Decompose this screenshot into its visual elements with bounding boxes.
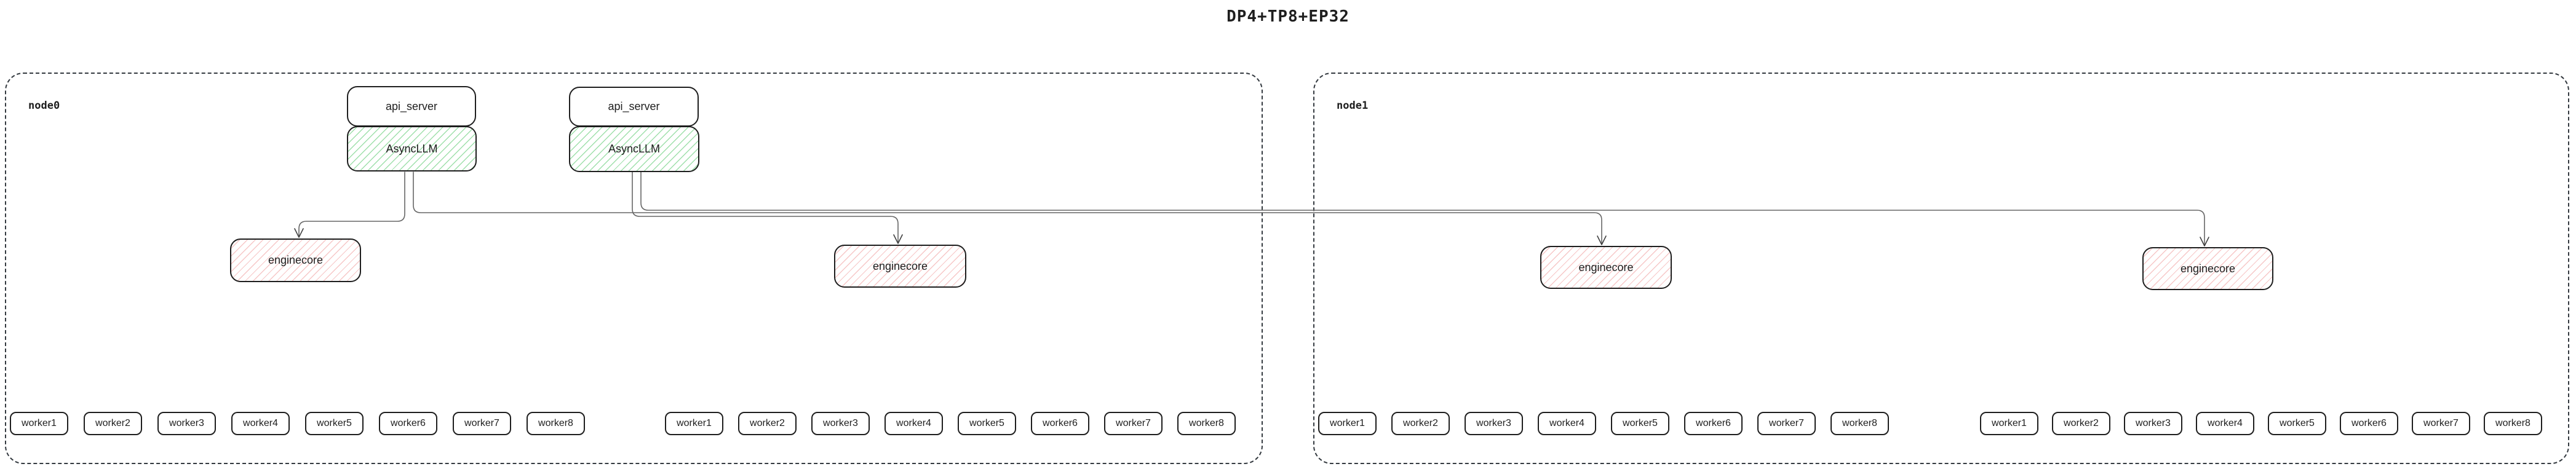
diagram-title: DP4+TP8+EP32: [1226, 7, 1350, 26]
worker-box: worker7: [453, 412, 511, 435]
worker-box: worker6: [2340, 412, 2398, 435]
worker-box: worker3: [2124, 412, 2182, 435]
worker-box: worker7: [1104, 412, 1163, 435]
worker-box: worker4: [231, 412, 290, 435]
worker-box: worker7: [1757, 412, 1816, 435]
async-llm-box: AsyncLLM: [347, 126, 477, 171]
enginecore-box: enginecore: [230, 238, 361, 282]
node1-label: node1: [1337, 100, 1369, 112]
node0-container: node0: [5, 73, 1263, 464]
worker-box: worker5: [958, 412, 1016, 435]
worker-box: worker8: [1177, 412, 1236, 435]
worker-box: worker1: [665, 412, 723, 435]
worker-box: worker4: [885, 412, 943, 435]
worker-group: worker1 worker2 worker3 worker4 worker5 worke…: [10, 412, 585, 435]
worker-group: worker1 worker2 worker3 worker4 worker5 worke…: [1318, 412, 1889, 435]
worker-box: worker2: [2052, 412, 2110, 435]
worker-box: worker1: [10, 412, 68, 435]
worker-box: worker4: [1538, 412, 1596, 435]
worker-box: worker6: [379, 412, 437, 435]
worker-box: worker4: [2196, 412, 2254, 435]
enginecore-box: enginecore: [834, 245, 966, 288]
worker-box: worker1: [1980, 412, 2038, 435]
worker-box: worker1: [1318, 412, 1377, 435]
worker-group: worker1 worker2 worker3 worker4 worker5 worke…: [665, 412, 1236, 435]
worker-box: worker5: [2268, 412, 2326, 435]
worker-box: worker8: [1831, 412, 1889, 435]
worker-box: worker2: [738, 412, 797, 435]
worker-box: worker8: [2484, 412, 2542, 435]
node0-label: node0: [28, 100, 60, 112]
worker-box: worker6: [1684, 412, 1743, 435]
worker-box: worker8: [527, 412, 585, 435]
worker-box: worker6: [1031, 412, 1089, 435]
worker-box: worker3: [1465, 412, 1523, 435]
worker-box: worker2: [84, 412, 142, 435]
worker-box: worker3: [157, 412, 216, 435]
worker-box: worker5: [305, 412, 364, 435]
api-server-box: api_server: [347, 86, 476, 127]
async-llm-box: AsyncLLM: [569, 126, 699, 172]
node1-container: node1: [1313, 73, 2569, 464]
enginecore-box: enginecore: [2142, 247, 2273, 290]
worker-box: worker3: [811, 412, 870, 435]
worker-box: worker5: [1611, 412, 1669, 435]
enginecore-box: enginecore: [1540, 246, 1672, 289]
worker-box: worker7: [2412, 412, 2470, 435]
worker-box: worker2: [1391, 412, 1450, 435]
worker-group: worker1 worker2 worker3 worker4 worker5 worke…: [1980, 412, 2542, 435]
api-server-box: api_server: [569, 87, 699, 127]
